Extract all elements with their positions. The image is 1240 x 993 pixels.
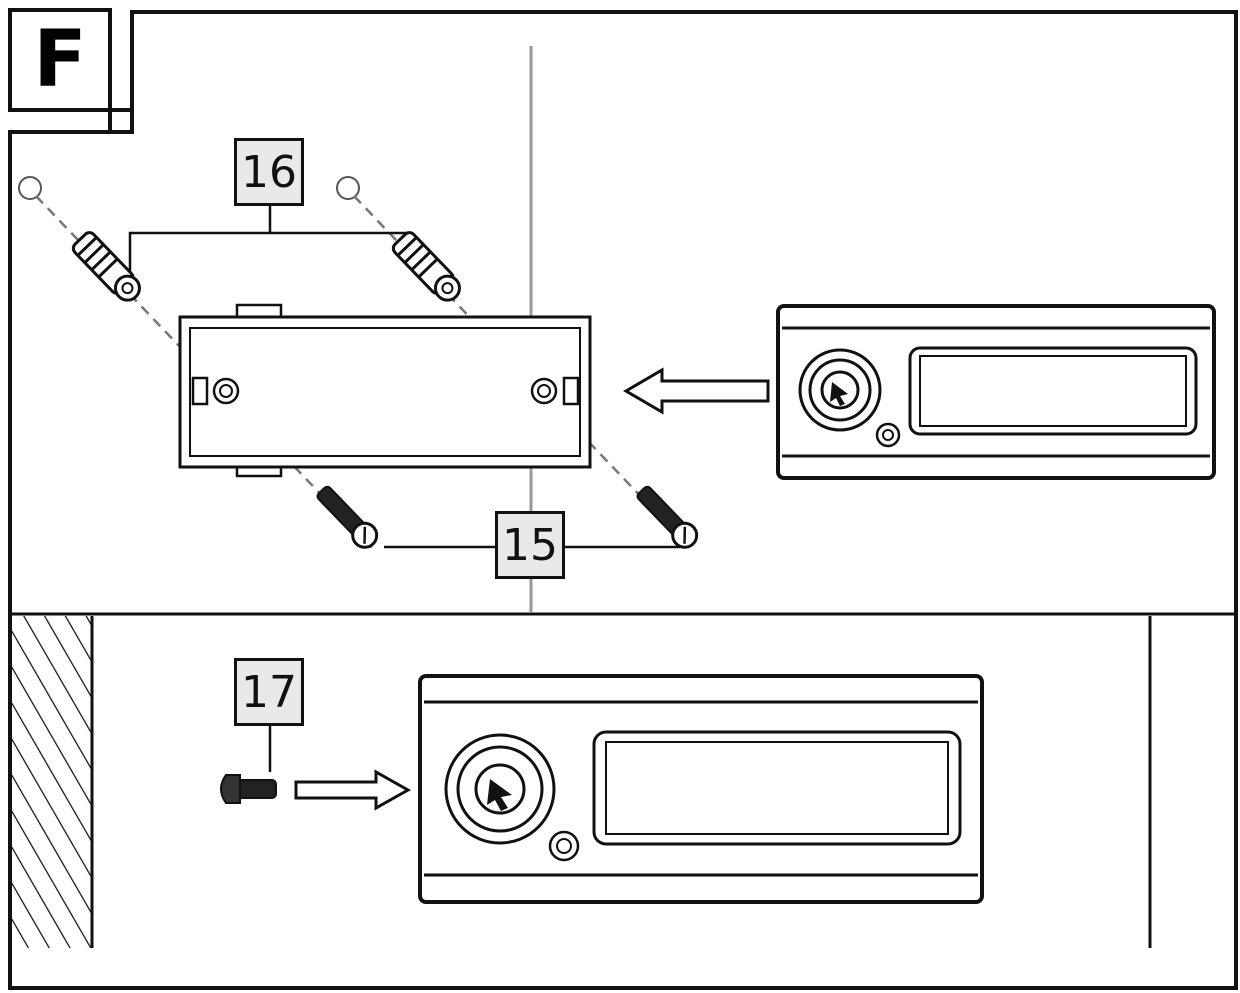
arrow-icon [623,367,770,415]
wall-anchor-icon [71,231,141,302]
doorbell-button-icon [776,304,1216,480]
arrow-icon [294,769,412,811]
step-letter: F [33,15,87,105]
wall-anchor-icon [391,231,461,302]
doorbell-button-icon [418,674,984,904]
screw-icon [636,485,699,549]
mounting-plate-icon [178,303,592,478]
screw-icon [316,485,379,549]
callout-screws: 15 [495,511,565,579]
drill-hole-left [18,176,42,200]
drill-hole-right [336,176,360,200]
screw-icon [220,774,277,804]
outer-frame [8,10,1238,990]
callout-fixing-screw: 17 [234,658,304,726]
callout-anchors: 16 [234,138,304,206]
wall-hatch [12,616,92,948]
